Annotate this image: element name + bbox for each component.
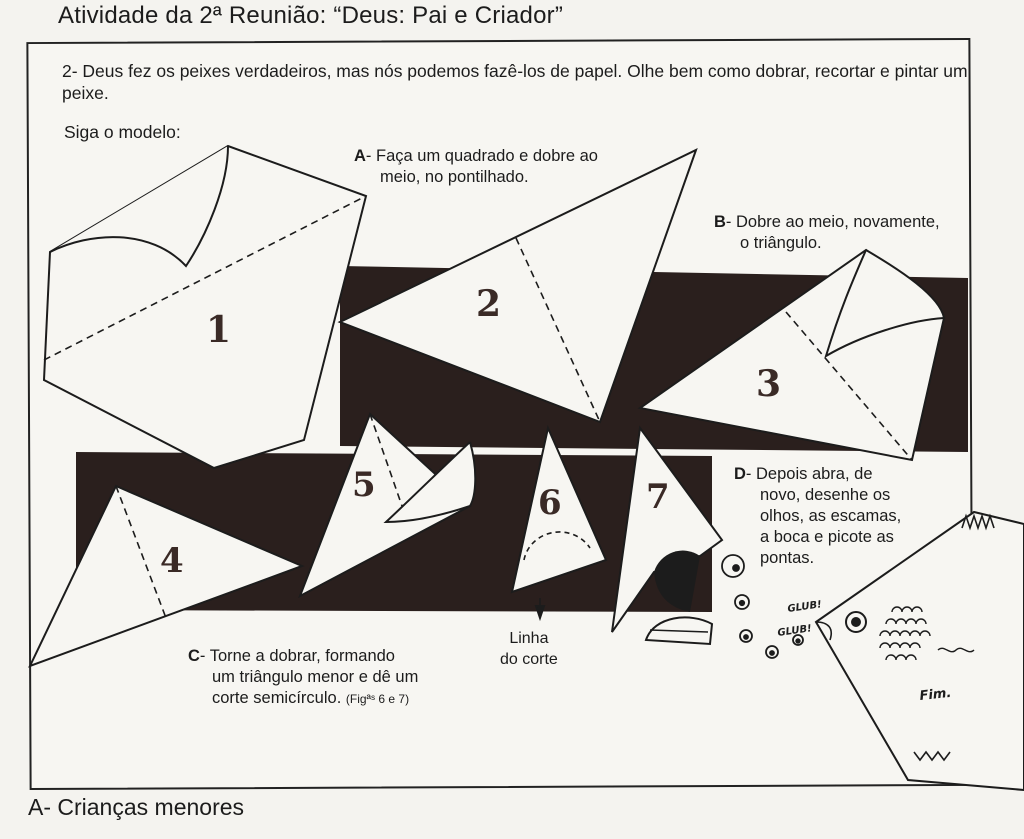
step-d-line3: olhos, as escamas, xyxy=(760,507,902,525)
step-b-letter: B xyxy=(714,213,726,231)
figure-number-6: 6 xyxy=(538,483,562,523)
figure-3 xyxy=(637,248,946,462)
step-c-figure-ref: (Figªˢ 6 e 7) xyxy=(345,692,410,706)
cut-caption-line2: do corte xyxy=(500,651,558,668)
figure-number-2: 2 xyxy=(476,283,501,325)
figure-1 xyxy=(42,144,368,470)
step-a-text: A- Faça um quadrado e dobre ao meio, no … xyxy=(354,146,598,188)
figure-number-3: 3 xyxy=(756,363,781,405)
fish-scales xyxy=(879,606,931,661)
step-d-line2: novo, desenhe os xyxy=(760,486,891,504)
step-a-letter: A xyxy=(354,147,366,165)
intro-text: 2- Deus fez os peixes verdadeiros, mas n… xyxy=(62,61,968,103)
follow-model-label: Siga o modelo: xyxy=(64,122,181,142)
step-d-text: D- Depois abra, de novo, desenhe os olho… xyxy=(734,464,901,569)
page-title: Atividade da 2ª Reunião: “Deus: Pai e Cr… xyxy=(58,2,564,29)
intro-paragraph: 2- Deus fez os peixes verdadeiros, mas n… xyxy=(62,60,982,104)
figure-number-5: 5 xyxy=(352,465,376,505)
cut-caption-line1: Linha xyxy=(509,630,549,647)
figure-5 xyxy=(298,412,477,599)
glub-text-2: GLUB! xyxy=(777,623,813,639)
step-b-text: B- Dobre ao meio, novamente, o triângulo… xyxy=(714,212,940,254)
step-c-line1: - Torne a dobrar, formando xyxy=(199,647,395,665)
figure-2 xyxy=(337,148,698,424)
figure-6 xyxy=(510,424,608,622)
step-c-text: C- Torne a dobrar, formando um triângulo… xyxy=(188,646,418,710)
fish-end-text: Fim. xyxy=(919,686,952,704)
step-b-line2: o triângulo. xyxy=(740,234,822,252)
step-c-letter: C xyxy=(188,647,200,665)
step-d-line5: pontas. xyxy=(760,549,815,567)
figure-number-7: 7 xyxy=(646,477,670,517)
finished-fish xyxy=(814,510,1024,792)
figure-number-1: 1 xyxy=(206,309,231,351)
step-c-line2: um triângulo menor e dê um xyxy=(212,668,419,686)
step-a-line2: meio, no pontilhado. xyxy=(380,168,529,186)
step-d-line1: - Depois abra, de xyxy=(745,465,873,483)
section-label: A- Crianças menores xyxy=(28,794,245,820)
glub-text-1: GLUB! xyxy=(787,599,823,615)
figure-7 xyxy=(611,425,724,646)
air-bubbles xyxy=(721,554,804,659)
step-d-letter: D xyxy=(734,465,746,483)
figure-number-4: 4 xyxy=(160,541,184,581)
step-c-line3: corte semicírculo. xyxy=(212,689,342,707)
figure-4 xyxy=(28,484,305,668)
step-b-line1: - Dobre ao meio, novamente, xyxy=(725,213,940,231)
cut-line-caption: Linha do corte xyxy=(500,628,558,670)
step-a-line1: - Faça um quadrado e dobre ao xyxy=(365,147,598,165)
step-d-line4: a boca e picote as xyxy=(760,528,894,546)
